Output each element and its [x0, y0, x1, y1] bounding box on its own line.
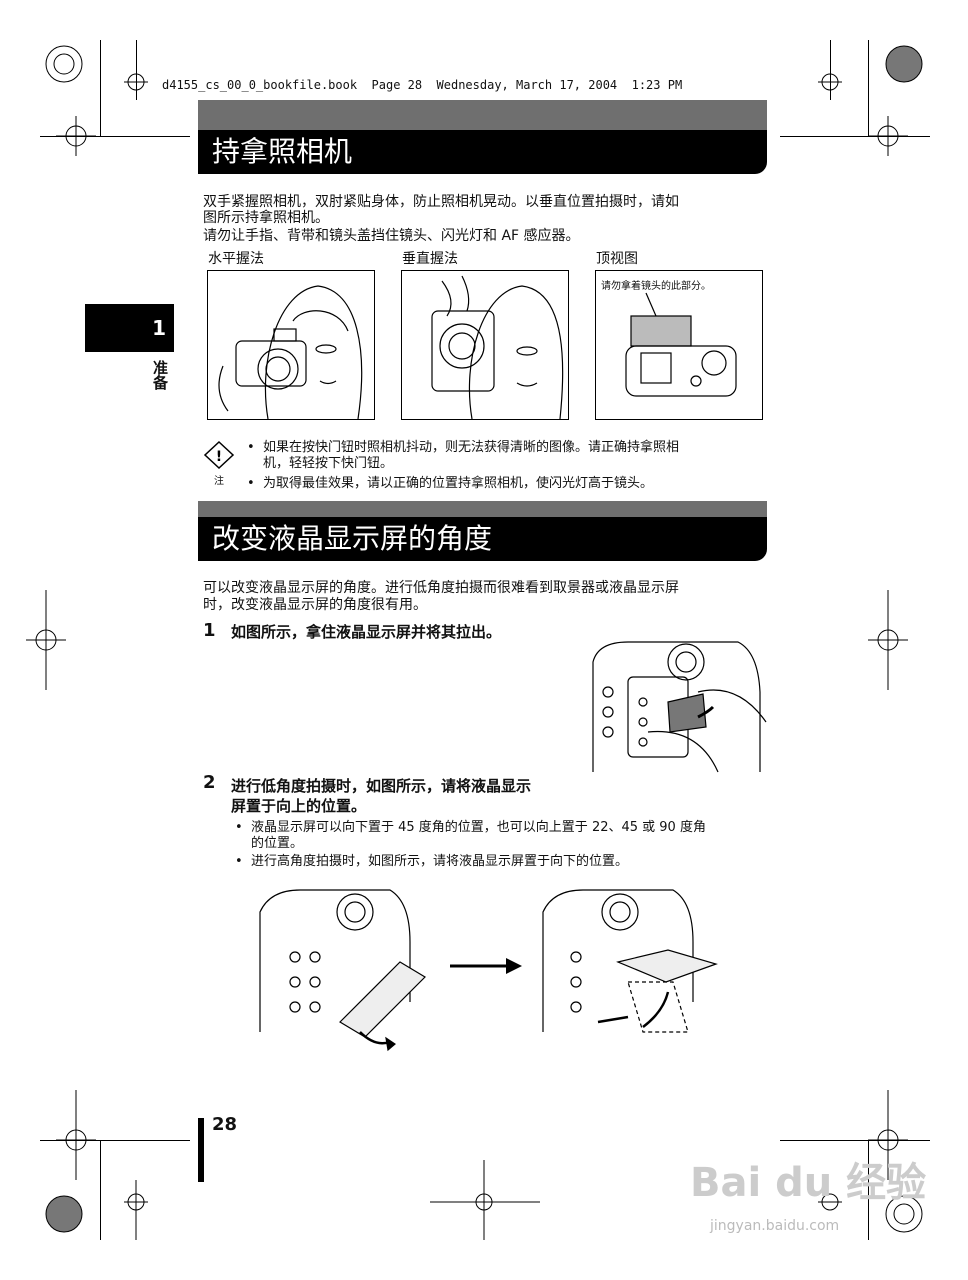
- running-head: d4155_cs_00_0_bookfile.book Page 28 Wedn…: [162, 78, 683, 92]
- note-item: 如果在按快门钮时照相机抖动，则无法获得清晰的图像。请正确持拿照相: [263, 440, 680, 455]
- crop-mark: [100, 1140, 101, 1240]
- bullet-item: 液晶显示屏可以向下置于 45 度角的位置，也可以向上置于 22、45 或 90 …: [251, 820, 706, 835]
- crop-mark: [100, 40, 101, 136]
- arrow-right-icon: [450, 958, 522, 974]
- step-number: 2: [203, 772, 216, 793]
- page-number: 28: [212, 1114, 238, 1135]
- section-header: 持拿照相机: [198, 100, 767, 174]
- crop-mark: [830, 40, 831, 100]
- bullet-dot: •: [235, 820, 243, 835]
- section-title: 改变液晶显示屏的角度: [198, 517, 767, 561]
- person-vertical-camera-icon: [431, 275, 564, 420]
- figure-caption: 水平握法: [208, 251, 264, 267]
- pull-out-lcd-illustration: [592, 641, 767, 773]
- watermark-logo: Bai du 经验: [690, 1160, 927, 1206]
- callout-text: 请勿拿着镜头的此部分。: [601, 281, 711, 292]
- chapter-tab: 1: [85, 304, 174, 352]
- chapter-label: 准备: [151, 360, 169, 390]
- step-text: 进行低角度拍摄时，如图所示，请将液晶显示: [231, 777, 532, 795]
- top-view-illustration: 请勿拿着镜头的此部分。: [595, 270, 763, 420]
- paragraph: 时，改变液晶显示屏的角度很有用。: [203, 597, 427, 613]
- crop-mark: [780, 136, 930, 137]
- vertical-grip-illustration: [401, 270, 569, 420]
- svg-text:!: !: [216, 449, 222, 465]
- crop-mark: [868, 1140, 869, 1240]
- person-holding-camera-icon: [218, 285, 363, 420]
- step-number: 1: [203, 620, 216, 641]
- paragraph: 可以改变液晶显示屏的角度。进行低角度拍摄而很难看到取景器或液晶显示屏: [203, 580, 679, 596]
- crop-mark: [40, 136, 190, 137]
- watermark-url: jingyan.baidu.com: [710, 1218, 840, 1234]
- step-text: 屏置于向上的位置。: [231, 797, 367, 815]
- paragraph: 双手紧握照相机，双肘紧贴身体，防止照相机晃动。以垂直位置拍摄时，请如: [203, 194, 679, 210]
- figure-caption: 垂直握法: [402, 251, 458, 267]
- camera-top-view-icon: [625, 292, 737, 397]
- bullet-dot: •: [247, 440, 255, 455]
- crop-mark: [40, 1140, 190, 1141]
- horizontal-grip-illustration: [207, 270, 375, 420]
- bullet-dot: •: [235, 854, 243, 869]
- section-title: 持拿照相机: [198, 130, 767, 174]
- bullet-dot: •: [247, 476, 255, 491]
- crop-mark: [868, 40, 869, 136]
- figure-caption: 顶视图: [596, 251, 638, 267]
- note-label: 注: [214, 476, 224, 487]
- crop-mark: [136, 40, 137, 100]
- note-item: 为取得最佳效果，请以正确的位置持拿照相机，使闪光灯高于镜头。: [263, 476, 654, 491]
- lcd-tilt-up-illustration: [542, 889, 718, 1033]
- warning-icon: !: [203, 440, 235, 470]
- crop-mark: [780, 1140, 930, 1141]
- lcd-tilt-down-illustration: [259, 889, 426, 1052]
- section-header: 改变液晶显示屏的角度: [198, 501, 767, 561]
- bullet-item: 的位置。: [251, 836, 304, 851]
- note-item: 机，轻轻按下快门钮。: [263, 456, 394, 471]
- bullet-item: 进行高角度拍摄时，如图所示，请将液晶显示屏置于向下的位置。: [251, 854, 629, 869]
- page-bar: [198, 1118, 204, 1182]
- step-text: 如图所示，拿住液晶显示屏并将其拉出。: [231, 623, 502, 641]
- paragraph: 请勿让手指、背带和镜头盖挡住镜头、闪光灯和 AF 感应器。: [203, 228, 580, 244]
- paragraph: 图所示持拿照相机。: [203, 210, 329, 226]
